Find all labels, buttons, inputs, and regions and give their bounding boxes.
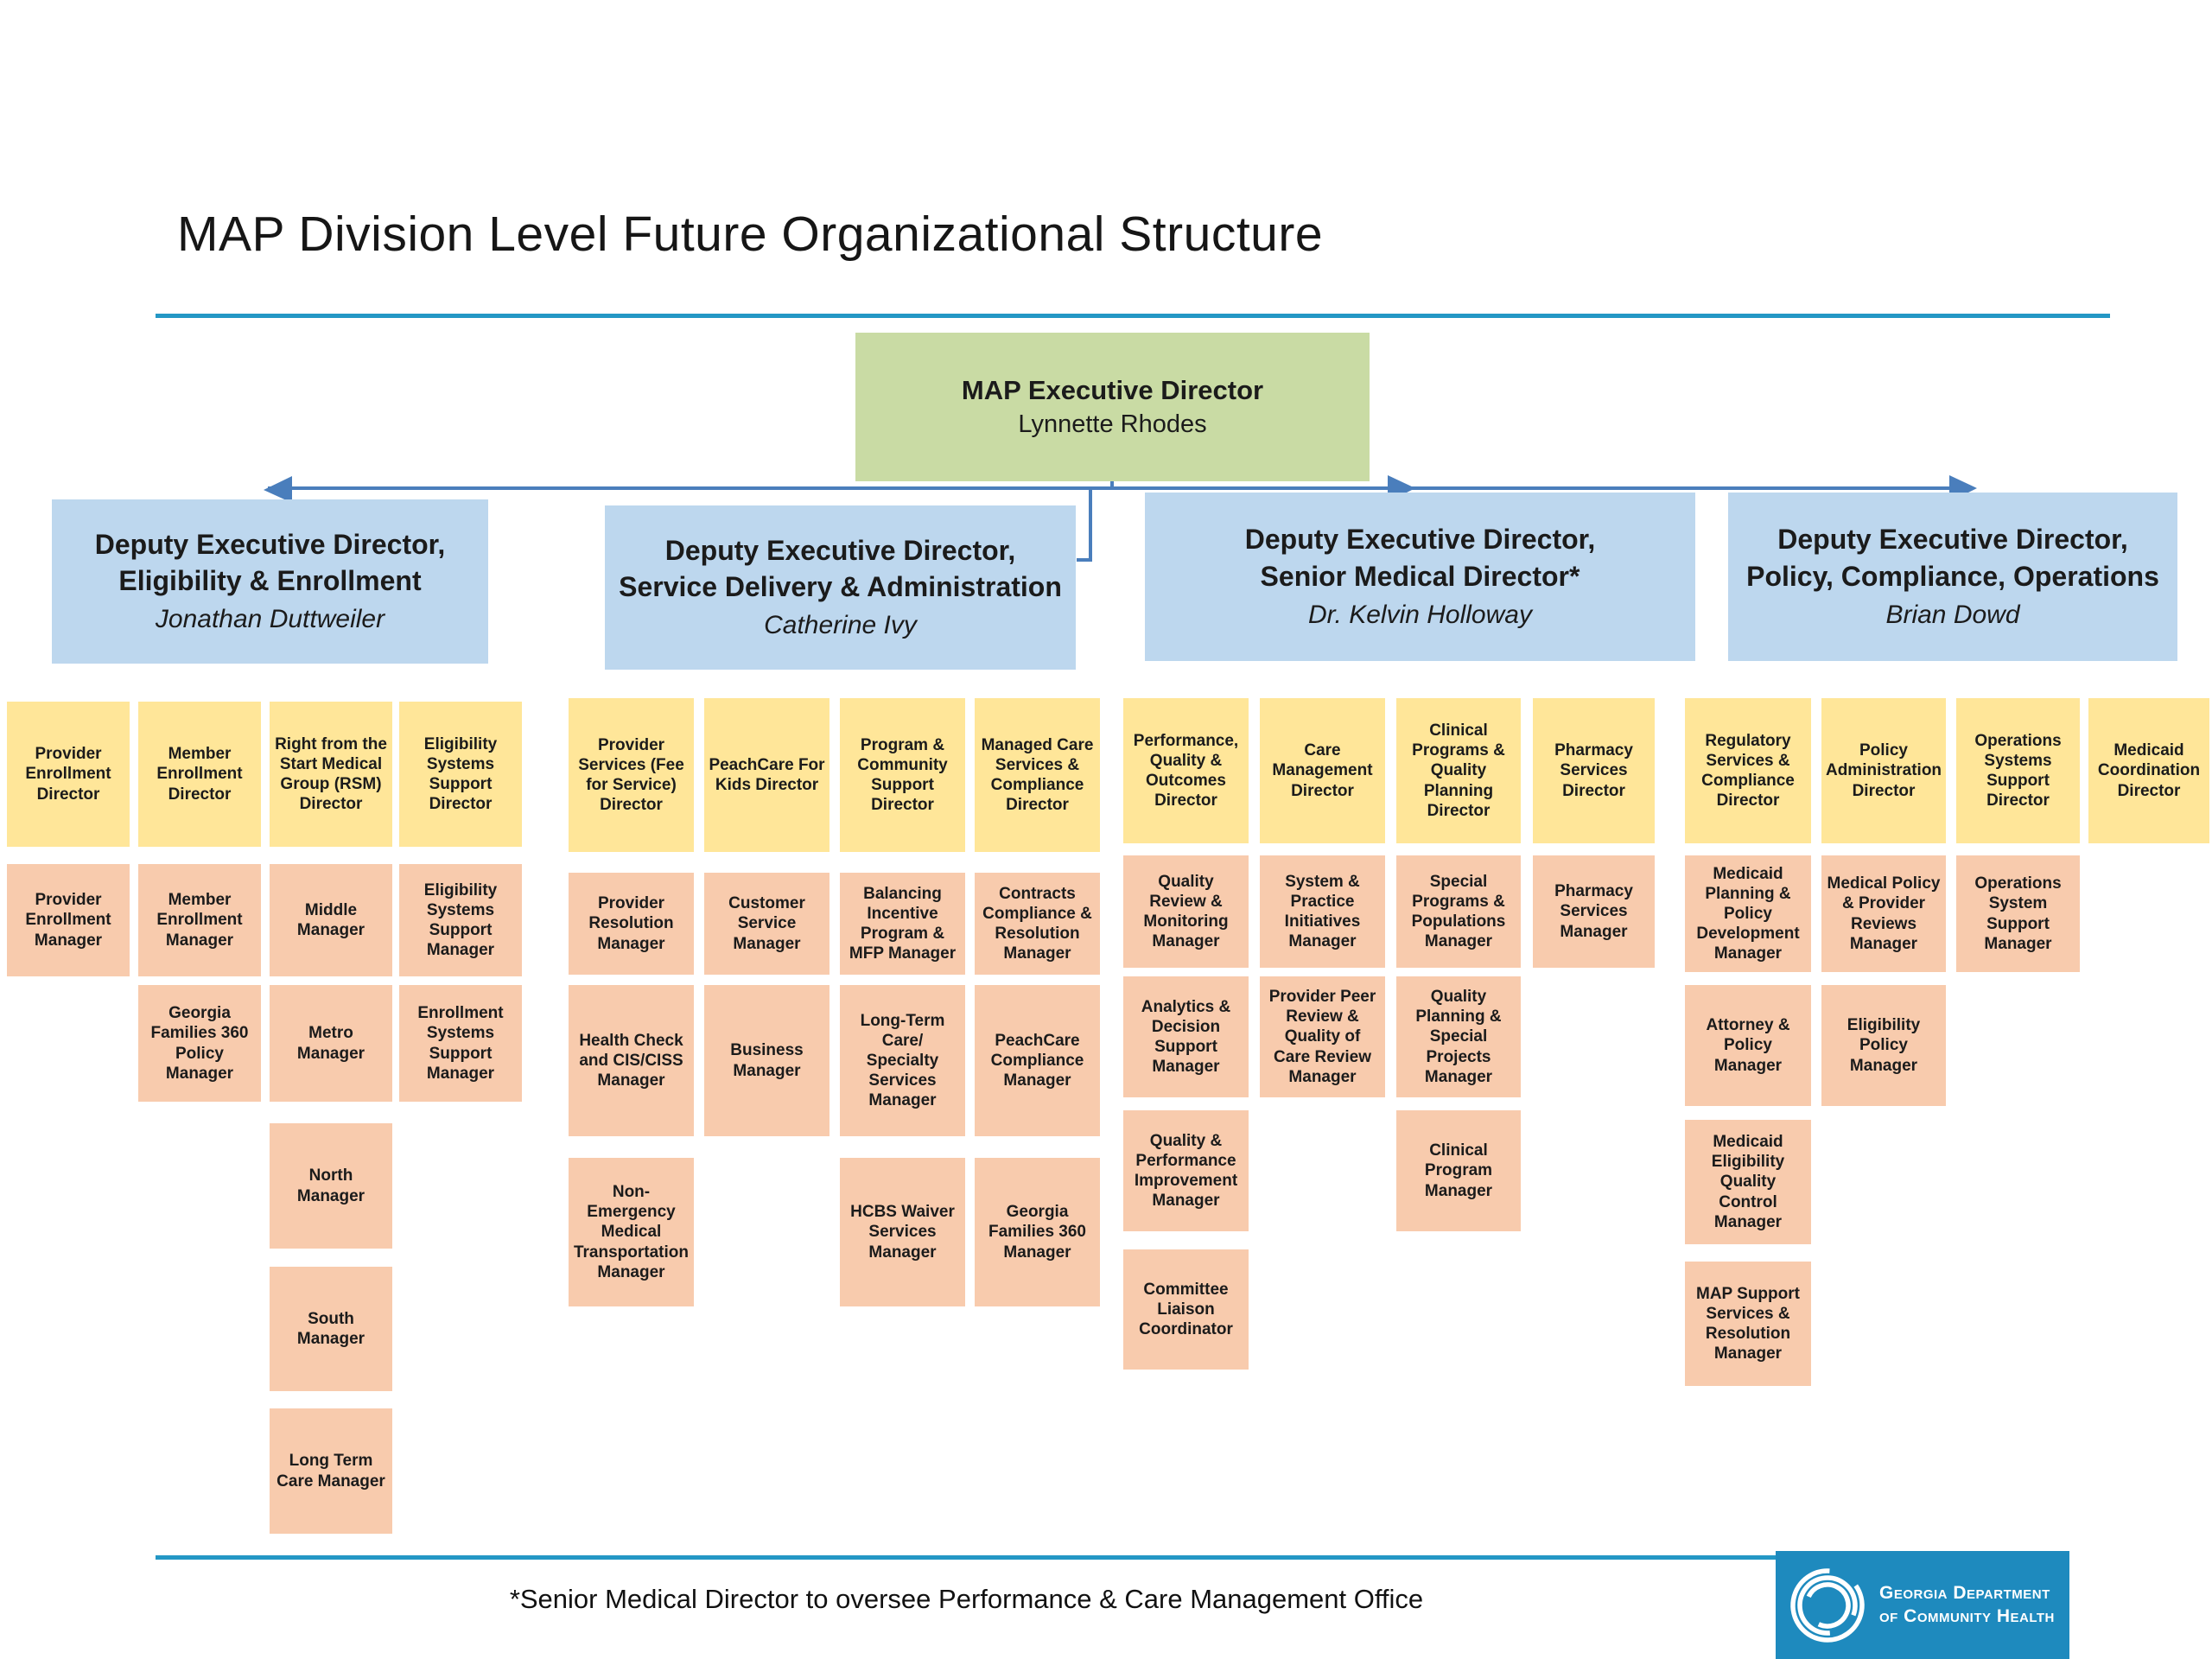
deputy-box-policy-compliance: Deputy Executive Director, Policy, Compl…: [1728, 493, 2177, 661]
deputy-title-line: Deputy Executive Director,: [1777, 524, 2128, 556]
manager-box: Medicaid Eligibility Quality Control Man…: [1685, 1120, 1811, 1244]
director-box: Performance, Quality & Outcomes Director: [1123, 698, 1249, 843]
manager-box: Eligibility Policy Manager: [1821, 985, 1946, 1106]
deputy-name: Catherine Ivy: [764, 611, 917, 640]
director-box: Eligibility Systems Support Director: [399, 702, 522, 847]
deputy-title-line: Service Delivery & Administration: [619, 571, 1062, 603]
manager-box: Georgia Families 360 Policy Manager: [138, 985, 261, 1102]
deputy-title-line: Policy, Compliance, Operations: [1746, 560, 2159, 592]
manager-box: Contracts Compliance & Resolution Manage…: [975, 873, 1100, 975]
manager-box: Quality & Performance Improvement Manage…: [1123, 1110, 1249, 1231]
manager-box: Eligibility Systems Support Manager: [399, 864, 522, 976]
director-box: Care Management Director: [1260, 698, 1385, 843]
director-box: Provider Enrollment Director: [7, 702, 130, 847]
manager-box: Long-Term Care/ Specialty Services Manag…: [840, 985, 965, 1136]
page-title: MAP Division Level Future Organizational…: [177, 207, 1324, 262]
dch-logo: Georgia Department of Community Health: [1776, 1551, 2069, 1659]
manager-box: System & Practice Initiatives Manager: [1260, 855, 1385, 968]
manager-box: PeachCare Compliance Manager: [975, 985, 1100, 1136]
manager-box: Operations System Support Manager: [1956, 855, 2080, 972]
deputy-box-service-delivery: Deputy Executive Director, Service Deliv…: [605, 505, 1076, 670]
manager-box: Member Enrollment Manager: [138, 864, 261, 976]
title-divider: [156, 314, 2110, 318]
director-box: Program & Community Support Director: [840, 698, 965, 852]
director-box: PeachCare For Kids Director: [704, 698, 830, 852]
director-box: Provider Services (Fee for Service) Dire…: [569, 698, 694, 852]
manager-box: Quality Review & Monitoring Manager: [1123, 855, 1249, 968]
manager-box: Metro Manager: [270, 985, 392, 1102]
connector-elbow: [1077, 488, 1092, 562]
manager-box: Medicaid Planning & Policy Development M…: [1685, 855, 1811, 972]
manager-box: Georgia Families 360 Manager: [975, 1158, 1100, 1306]
manager-box: Provider Resolution Manager: [569, 873, 694, 975]
deputy-name: Brian Dowd: [1885, 600, 2020, 629]
executive-name: Lynnette Rhodes: [1018, 410, 1207, 439]
director-box: Member Enrollment Director: [138, 702, 261, 847]
deputy-title-line: Eligibility & Enrollment: [118, 565, 422, 597]
director-box: Operations Systems Support Director: [1956, 698, 2080, 843]
dch-logo-icon: [1790, 1567, 1865, 1643]
footnote: *Senior Medical Director to oversee Perf…: [509, 1584, 1424, 1614]
manager-box: Customer Service Manager: [704, 873, 830, 975]
manager-box: Analytics & Decision Support Manager: [1123, 976, 1249, 1097]
director-box: Policy Administration Director: [1821, 698, 1946, 843]
director-box: Pharmacy Services Director: [1533, 698, 1655, 843]
director-box: Clinical Programs & Quality Planning Dir…: [1396, 698, 1521, 843]
director-box: Medicaid Coordination Director: [2088, 698, 2209, 843]
manager-box: Balancing Incentive Program & MFP Manage…: [840, 873, 965, 975]
manager-box: Attorney & Policy Manager: [1685, 985, 1811, 1106]
manager-box: Long Term Care Manager: [270, 1408, 392, 1534]
director-box: Regulatory Services & Compliance Directo…: [1685, 698, 1811, 843]
manager-box: Provider Peer Review & Quality of Care R…: [1260, 976, 1385, 1097]
manager-box: North Manager: [270, 1123, 392, 1249]
deputy-title-line: Deputy Executive Director,: [94, 528, 446, 560]
deputy-title-line: Deputy Executive Director,: [1244, 524, 1596, 556]
manager-box: Committee Liaison Coordinator: [1123, 1249, 1249, 1370]
director-box: Right from the Start Medical Group (RSM)…: [270, 702, 392, 847]
manager-box: Clinical Program Manager: [1396, 1110, 1521, 1231]
manager-box: HCBS Waiver Services Manager: [840, 1158, 965, 1306]
deputy-name: Jonathan Duttweiler: [155, 605, 385, 634]
manager-box: Provider Enrollment Manager: [7, 864, 130, 976]
deputy-title-line: Senior Medical Director*: [1260, 560, 1580, 592]
deputy-box-senior-medical: Deputy Executive Director, Senior Medica…: [1145, 493, 1695, 661]
manager-box: Health Check and CIS/CISS Manager: [569, 985, 694, 1136]
dch-logo-line2: of Community Health: [1879, 1605, 2055, 1626]
manager-box: MAP Support Services & Resolution Manage…: [1685, 1262, 1811, 1386]
dch-logo-text: Georgia Department of Community Health: [1879, 1582, 2055, 1628]
deputy-name: Dr. Kelvin Holloway: [1308, 600, 1532, 629]
manager-box: Medical Policy & Provider Reviews Manage…: [1821, 855, 1946, 972]
dch-logo-line1: Georgia Department: [1879, 1583, 2050, 1604]
footer-divider: [156, 1555, 1777, 1560]
manager-box: Non-Emergency Medical Transportation Man…: [569, 1158, 694, 1306]
manager-box: Middle Manager: [270, 864, 392, 976]
manager-box: Pharmacy Services Manager: [1533, 855, 1655, 968]
deputy-box-eligibility-enrollment: Deputy Executive Director, Eligibility &…: [52, 499, 488, 664]
executive-role: MAP Executive Director: [961, 374, 1264, 405]
manager-box: Special Programs & Populations Manager: [1396, 855, 1521, 968]
executive-box: MAP Executive Director Lynnette Rhodes: [855, 333, 1370, 481]
manager-box: Business Manager: [704, 985, 830, 1136]
manager-box: Quality Planning & Special Projects Mana…: [1396, 976, 1521, 1097]
manager-box: Enrollment Systems Support Manager: [399, 985, 522, 1102]
director-box: Managed Care Services & Compliance Direc…: [975, 698, 1100, 852]
manager-box: South Manager: [270, 1267, 392, 1391]
deputy-title-line: Deputy Executive Director,: [664, 534, 1016, 566]
